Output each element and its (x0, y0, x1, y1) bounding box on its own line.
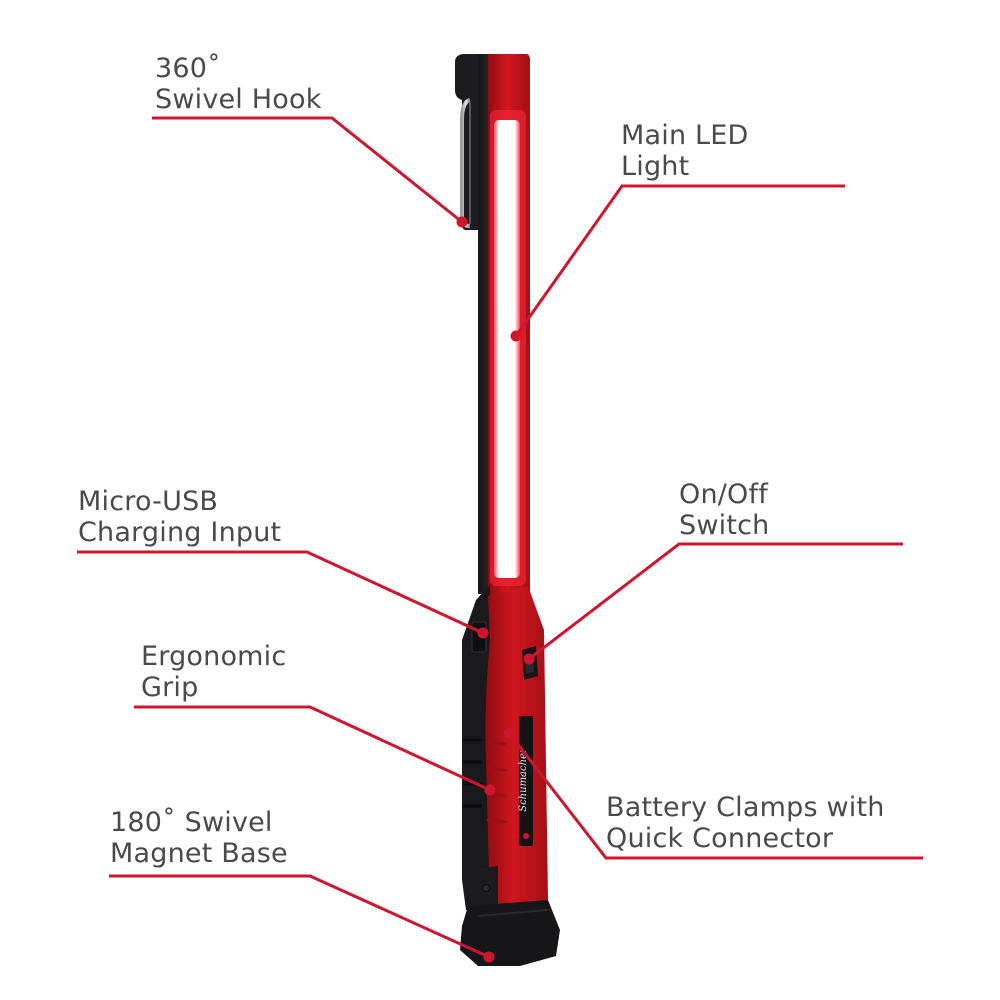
label-ergonomic-grip: Ergonomic Grip (141, 641, 286, 703)
svg-text:Schumacher: Schumacher (518, 747, 529, 812)
label-line: Light (621, 151, 690, 182)
label-swivel-hook: 360˚ Swivel Hook (155, 53, 322, 115)
callout-line-swivel-hook (152, 116, 463, 224)
label-line: On/Off (679, 479, 768, 510)
callout-line-magnet-base (109, 874, 490, 959)
callout-dot-battery-clamps (503, 727, 515, 739)
callout-dot-micro-usb (477, 627, 489, 639)
callout-dot-swivel-hook (456, 216, 468, 228)
label-battery-clamps: Battery Clamps with Quick Connector (606, 792, 885, 854)
base-screw (482, 884, 490, 892)
callout-dot-magnet-base (483, 951, 495, 963)
label-micro-usb: Micro-USB Charging Input (78, 486, 281, 548)
callout-line-micro-usb (77, 550, 484, 635)
label-line: Grip (141, 672, 199, 703)
label-line: Charging Input (78, 517, 282, 548)
magnet-base-graphic (460, 900, 560, 966)
callout-dot-ergonomic-grip (484, 784, 496, 796)
callout-line-on-off (528, 542, 903, 661)
label-line: Quick Connector (606, 823, 834, 854)
label-on-off: On/Off Switch (679, 479, 769, 541)
label-line: 360˚ (155, 53, 221, 84)
callout-dot-on-off (523, 653, 535, 665)
label-line: Ergonomic (141, 641, 287, 672)
head-cap (455, 54, 480, 230)
label-line: Swivel Hook (155, 84, 322, 115)
label-main-led: Main LED Light (621, 120, 749, 182)
label-line: Battery Clamps with (606, 792, 885, 823)
callout-line-ergonomic-grip (134, 705, 491, 792)
main-led-strip (490, 110, 526, 586)
callout-line-battery-clamps (507, 732, 923, 860)
label-line: Magnet Base (110, 838, 288, 869)
label-line: 180˚ Swivel (110, 807, 273, 838)
label-magnet-base: 180˚ Swivel Magnet Base (110, 807, 288, 869)
label-line: Switch (679, 510, 770, 541)
handle-dark-side (462, 585, 490, 910)
callout-dot-main-led (510, 330, 522, 342)
callout-line-main-led (514, 184, 845, 337)
label-line: Micro-USB (78, 486, 219, 517)
label-line: Main LED (621, 120, 749, 151)
